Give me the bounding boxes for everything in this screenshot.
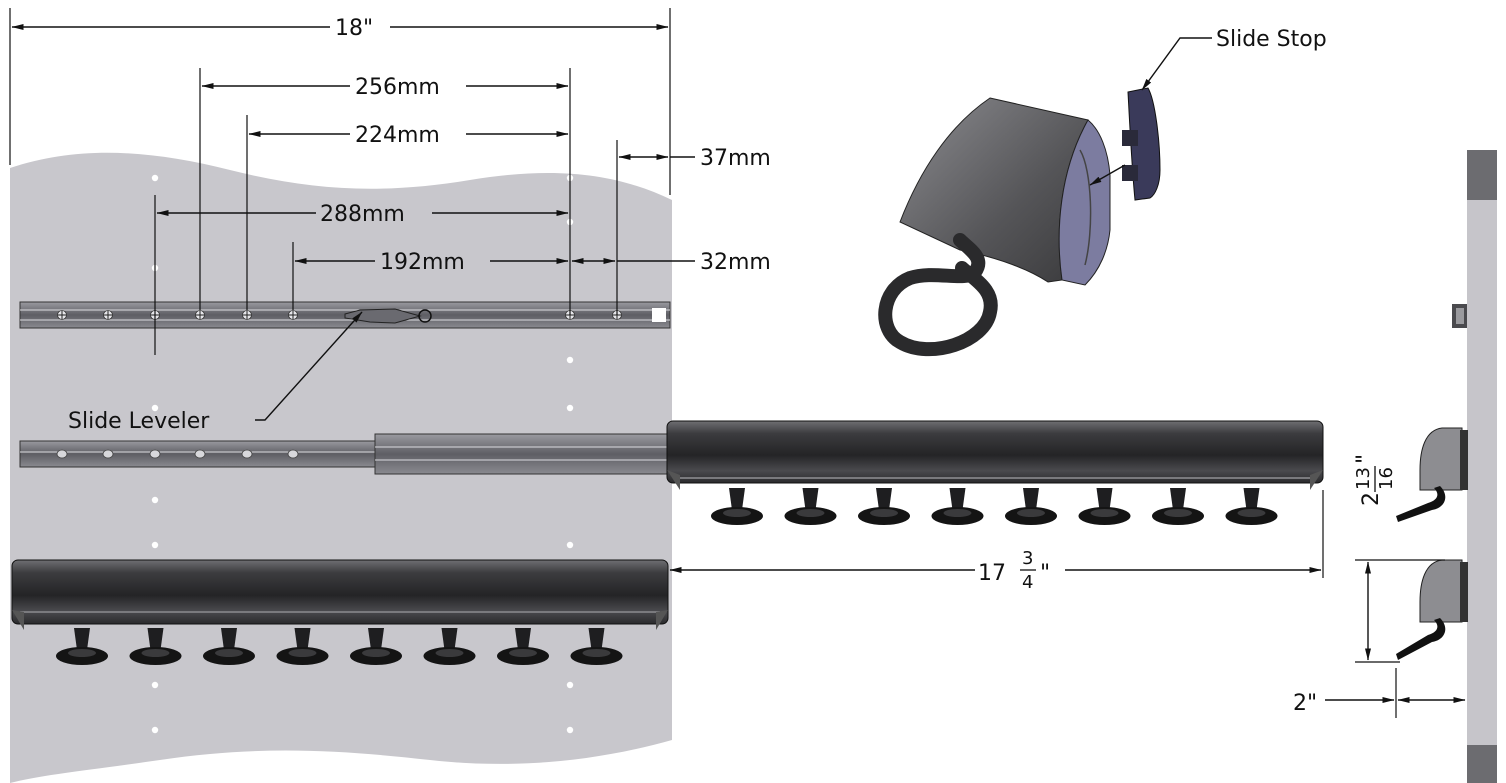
panel-hole [151,404,159,412]
hook-base-highlight [362,649,390,657]
hook-stem [949,488,966,510]
hook-base-highlight [435,649,464,657]
end-panel [1467,150,1497,783]
hook-stem [147,628,164,650]
rail-hole [287,449,299,459]
panel-hole-column-left [151,174,159,779]
dim-192mm-label: 192mm [380,250,465,275]
hook-stem [802,488,819,510]
hook-base-highlight [943,509,972,517]
svg-text:": " [1040,561,1050,586]
hook-base-highlight [141,649,170,657]
hook-base-highlight [796,509,825,517]
svg-text:3: 3 [1022,548,1033,569]
dim-37mm-label: 37mm [700,146,771,171]
hook-base-highlight [723,509,751,517]
rail-hole [56,449,68,459]
svg-text:16: 16 [1376,467,1397,490]
hook-stem [441,628,458,650]
dimension-lines [9,8,1466,718]
hook-base-highlight [1017,509,1045,517]
rack-bar-extended [666,420,1324,525]
hook-base-highlight [1090,509,1119,517]
svg-text:2: 2 [1359,492,1384,506]
dim-height-label: 2 13 16 " [1353,454,1397,506]
hook-stem [1023,488,1039,510]
dim-224mm-label: 224mm [355,123,440,148]
hook-stem [294,628,311,650]
hook-base-highlight [288,649,317,657]
panel-hole [566,404,574,412]
hook-stem [368,628,384,650]
svg-text:17: 17 [978,561,1006,586]
rail-hole [149,449,161,459]
dim-side-clearance-label: 2" [1293,691,1317,716]
hook-base-highlight [215,649,243,657]
panel-hole [151,771,159,779]
rail-hole [194,449,206,459]
hook-base-highlight [1164,509,1192,517]
panel-hole [566,726,574,734]
panel-hole [151,496,159,504]
hook-base-highlight [509,649,537,657]
panel-hole [151,174,159,182]
hook-stem [588,628,605,650]
dim-288mm-label: 288mm [320,202,405,227]
hook-base-highlight [1237,509,1266,517]
hook-stem [74,628,90,650]
dim-rack-length-label: 17 3 4 " [978,548,1050,593]
callout-slide-stop: Slide Stop [1216,27,1327,52]
hook-stem [515,628,531,650]
hook-base-highlight [68,649,96,657]
slide-rail-retracted [19,301,671,329]
hook-base-highlight [582,649,611,657]
side-profile-hook-upper [1396,427,1468,522]
dim-32mm-label: 32mm [700,250,771,275]
hook-stem [876,488,892,510]
panel-hole-column-right [566,174,574,734]
side-profile-hook-lower [1396,559,1468,660]
hook-stem [1096,488,1113,510]
panel-hole [566,681,574,689]
slide-stop-detail [878,87,1161,357]
panel-hole [151,541,159,549]
hook-stem [221,628,237,650]
svg-text:4: 4 [1022,572,1033,593]
slide-rail-extended [19,433,671,475]
hook-base-highlight [870,509,898,517]
panel-hole [566,356,574,364]
callout-slide-leveler: Slide Leveler [68,409,210,434]
rack-bar-retracted [11,559,669,665]
dim-256mm-label: 256mm [355,75,440,100]
panel-hole [566,541,574,549]
svg-text:13: 13 [1353,467,1374,490]
panel-hole [151,726,159,734]
dim-18-label: 18" [335,16,373,41]
rail-hole [102,449,114,459]
hook-stem [1243,488,1260,510]
hook-stem [1170,488,1186,510]
panel-hole [151,681,159,689]
svg-text:": " [1353,454,1378,464]
rail-hole [241,449,253,459]
hook-stem [729,488,745,510]
